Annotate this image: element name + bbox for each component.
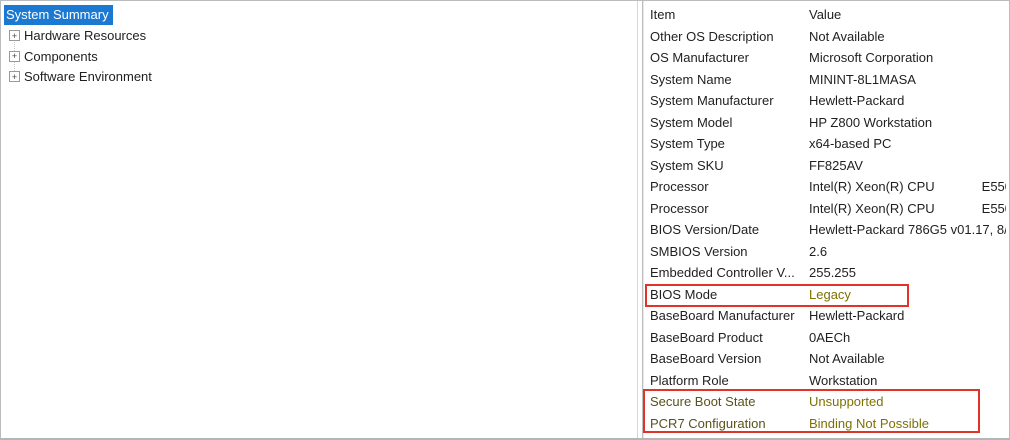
value-cell: Not Available [809,28,885,44]
table-row[interactable]: System Type x64-based PC [650,133,1006,155]
item-cell: System SKU [650,157,724,173]
value-cell: Binding Not Possible [809,415,929,431]
table-row[interactable]: System Name MININT-8L1MASA [650,69,1006,91]
details-pane: Item Value Other OS Description Not Avai… [642,1,1006,438]
table-row[interactable]: BaseBoard Manufacturer Hewlett-Packard [650,305,1006,327]
table-row[interactable]: System Manufacturer Hewlett-Packard [650,90,1006,112]
table-row[interactable]: Embedded Controller V... 255.255 [650,262,1006,284]
tree-item-label: Hardware Resources [24,28,147,44]
item-cell: OS Manufacturer [650,50,749,65]
value-cell: Intel(R) Xeon(R) CPU E5506 [809,200,1006,216]
value-cell: FF825AV [809,157,863,173]
table-row[interactable]: Processor Intel(R) Xeon(R) CPU E5506 [650,198,1006,220]
value-cell: Microsoft Corporation [809,50,934,65]
item-cell: BIOS Mode [650,286,718,302]
table-row[interactable]: BaseBoard Version Not Available [650,348,1006,370]
tree-item-label: Software Environment [24,69,152,85]
tree-item-components[interactable]: + Components [2,46,637,67]
value-cell: MININT-8L1MASA [809,71,916,87]
value-cell: HP Z800 Workstation [809,114,933,130]
item-cell: System Type [650,136,725,151]
value-cell: Hewlett-Packard [809,93,905,108]
value-cell: 2.6 [809,243,828,259]
table-row[interactable]: BIOS Version/Date Hewlett-Packard 786G5 … [650,219,1006,241]
item-cell: System Name [650,71,732,87]
table-row[interactable]: Secure Boot State Unsupported [650,391,1006,413]
expand-plus-icon[interactable]: + [9,50,20,62]
value-cell: 0AECh [809,329,851,345]
item-cell: Processor [650,179,709,194]
item-cell: BaseBoard Product [650,329,763,345]
column-header-value[interactable]: Value [809,7,842,22]
value-cell: 255.255 [809,265,856,280]
item-cell: Embedded Controller V... [650,265,795,280]
category-tree: + System Summary + Hardware Resources + … [2,5,637,87]
table-row[interactable]: Other OS Description Not Available [650,26,1006,48]
tree-item-hardware-resources[interactable]: + Hardware Resources [2,26,637,47]
details-rows: Other OS Description Not Available OS Ma… [650,26,1006,435]
item-cell: System Manufacturer [650,93,774,108]
value-cell: x64-based PC [809,136,892,151]
item-cell: Platform Role [650,372,729,388]
tree-item-system-summary[interactable]: + System Summary [2,5,637,26]
item-cell: Other OS Description [650,28,774,44]
column-header-item[interactable]: Item [650,7,676,22]
item-cell: BaseBoard Version [650,351,762,366]
value-cell: Workstation [809,372,878,388]
item-cell: PCR7 Configuration [650,415,766,431]
table-row[interactable]: BaseBoard Product 0AECh [650,327,1006,349]
value-cell: Unsupported [809,394,884,409]
table-row[interactable]: BIOS Mode Legacy [650,284,1006,306]
details-header-row: Item Value [650,4,1006,26]
value-cell: Legacy [809,286,851,302]
item-cell: System Model [650,114,733,130]
item-cell: SMBIOS Version [650,243,748,259]
item-cell: BaseBoard Manufacturer [650,308,795,323]
table-row[interactable]: Processor Intel(R) Xeon(R) CPU E5506 [650,176,1006,198]
table-row[interactable]: SMBIOS Version 2.6 [650,241,1006,263]
table-row[interactable]: Platform Role Workstation [650,370,1006,392]
category-tree-pane: + System Summary + Hardware Resources + … [2,1,638,438]
tree-item-software-environment[interactable]: + Software Environment [2,67,637,88]
table-row[interactable]: OS Manufacturer Microsoft Corporation [650,47,1006,69]
item-cell: Secure Boot State [650,394,756,409]
tree-item-label: Components [24,48,98,64]
item-cell: BIOS Version/Date [650,222,760,237]
table-row[interactable]: System SKU FF825AV [650,155,1006,177]
value-cell: Hewlett-Packard 786G5 v01.17, 8/ [809,222,1006,237]
expand-plus-icon[interactable]: + [9,30,20,42]
value-cell: Not Available [809,351,885,366]
table-row[interactable]: System Model HP Z800 Workstation [650,112,1006,134]
table-row[interactable]: PCR7 Configuration Binding Not Possible [650,413,1006,435]
item-cell: Processor [650,200,709,216]
value-cell: Intel(R) Xeon(R) CPU E5506 [809,179,1006,194]
expand-plus-icon[interactable]: + [9,71,20,83]
tree-item-label: System Summary [4,5,113,26]
value-cell: Hewlett-Packard [809,308,905,323]
